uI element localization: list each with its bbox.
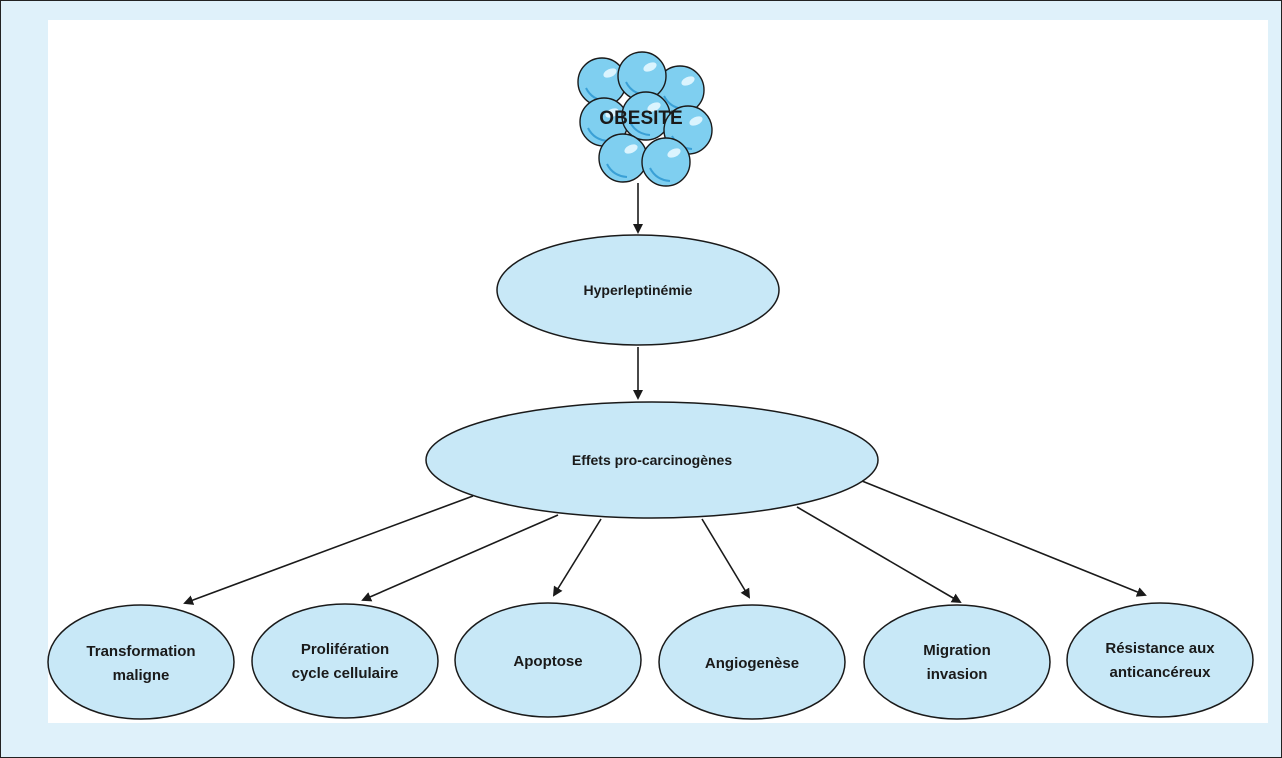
fat-cell-highlight xyxy=(605,108,619,118)
node-migration-invasion: Migration invasion xyxy=(863,604,1051,720)
fat-cell-cluster-icon xyxy=(577,51,713,187)
node-apoptose: Apoptose xyxy=(454,602,642,718)
node-angiogenese: Angiogenèse xyxy=(658,604,846,720)
arrow-to-angiogenese xyxy=(701,518,751,599)
migration-line-2: invasion xyxy=(927,666,988,683)
fat-cell-shade xyxy=(629,121,651,136)
fat-cell-shade xyxy=(606,163,628,178)
node-transformation-maligne: Transformation maligne xyxy=(47,604,235,720)
fat-cell-highlight xyxy=(647,102,661,112)
arrow-to-resistance xyxy=(861,480,1147,597)
fat-cell-highlight xyxy=(681,76,695,86)
node-proliferation-cycle-cellulaire: Prolifération cycle cellulaire xyxy=(251,603,439,719)
fat-cell xyxy=(598,133,648,183)
node-hyperleptinemie: Hyperleptinémie xyxy=(496,234,780,346)
fat-cell-highlight xyxy=(624,144,638,154)
fat-cell-highlight xyxy=(667,148,681,158)
arrow-to-apoptose xyxy=(552,518,602,597)
fat-cell xyxy=(641,137,691,187)
fat-cell-highlight xyxy=(603,68,617,78)
root-label: OBESITE xyxy=(599,108,682,129)
hyperleptinemie-label: Hyperleptinémie xyxy=(584,282,693,298)
effets-label: Effets pro-carcinogènes xyxy=(572,452,732,468)
resistance-line-1: Résistance aux xyxy=(1105,640,1215,657)
node-effets-pro-carcinogenes: Effets pro-carcinogènes xyxy=(425,401,879,519)
outcome-arrows xyxy=(183,480,1147,605)
proliferation-line-1: Prolifération xyxy=(301,641,389,658)
transformation-line-1: Transformation xyxy=(86,643,195,660)
angiogenese-label: Angiogenèse xyxy=(705,655,799,672)
arrow-to-proliferation xyxy=(361,514,559,602)
arrow-to-transformation xyxy=(183,495,474,605)
proliferation-line-2: cycle cellulaire xyxy=(292,665,399,682)
node-resistance-anticancereux: Résistance aux anticancéreux xyxy=(1066,602,1254,718)
arrow-to-migration xyxy=(796,506,962,604)
migration-line-1: Migration xyxy=(923,642,991,659)
transformation-line-2: maligne xyxy=(113,667,170,684)
fat-cell-shade xyxy=(649,167,671,182)
resistance-line-2: anticancéreux xyxy=(1110,664,1212,681)
apoptose-label: Apoptose xyxy=(513,653,582,670)
fat-cell-highlight xyxy=(689,116,703,126)
fat-cell-highlight xyxy=(643,62,657,72)
